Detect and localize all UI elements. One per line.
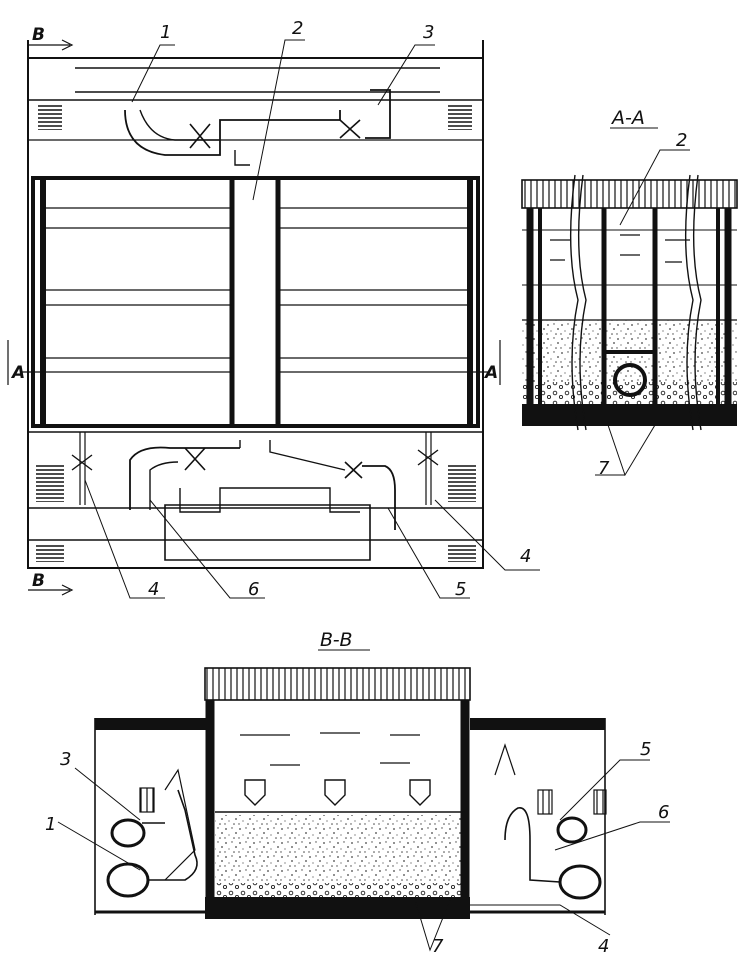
leader-2 [252,39,305,201]
valve-actuator [593,789,607,815]
drain-pipe-inner [149,461,179,510]
plan-outline [27,57,484,569]
base-slab [522,404,737,426]
label-4: 4 [598,936,609,957]
water-marks [240,732,420,766]
branch-pipe [239,440,346,471]
label-7: 7 [598,458,610,479]
louvre-vent [36,464,64,502]
pipe-section [110,818,146,848]
label-1: 1 [160,22,171,43]
air-pipe [79,432,86,505]
label-2: 2 [676,130,687,151]
label-2: 2 [292,18,303,39]
branch-pipe [234,150,250,166]
cut-arrow [61,584,74,596]
louvre-vent [448,544,476,562]
water-marks [550,234,690,263]
label-4: 4 [520,546,531,567]
louvre-vent [448,104,472,130]
section-bb [57,649,670,952]
leader-7 [595,424,656,477]
leader-1 [131,44,175,103]
valve [71,454,93,471]
trough-section [244,779,431,806]
gallery-slab [95,718,207,730]
label-3: 3 [423,22,434,43]
louvre-vent [448,464,476,502]
plan-view [7,39,540,599]
valve [417,449,439,466]
label-6: 6 [658,802,669,823]
louvre-vent [38,104,62,130]
label-7: 7 [432,936,444,957]
valve-actuator [139,787,155,813]
break-line [684,174,694,431]
section-aa [521,127,738,477]
section-mark-b: B [32,571,45,591]
cut-arrow [61,39,74,51]
pipe-run [142,789,198,881]
valve [344,461,363,479]
gallery-slab [470,718,605,730]
trough-lines [20,207,490,373]
louvre-vent [36,544,64,562]
sand-layer [215,815,465,883]
leader-6 [149,499,265,599]
leader-5 [387,507,470,599]
wash-pipe [365,89,391,139]
roof-slab [521,179,738,209]
pipe-section [556,816,588,844]
leader-4b [434,499,540,571]
collector-channel [164,504,371,561]
bellmouth [164,768,196,881]
bellmouth [494,743,516,776]
label-4: 4 [148,579,159,600]
pipe-section [558,864,602,900]
break-line [569,174,579,431]
roof-slab [204,667,471,701]
base-slab [205,897,470,919]
break-line [692,174,702,431]
filter-cells [31,176,480,428]
gravel-layer [215,883,465,897]
air-pipe [425,432,432,505]
leader-4 [470,904,611,936]
label-1: 1 [45,814,56,835]
valve [184,447,206,471]
pipe-run [504,807,561,883]
collector-box [179,487,360,513]
leader-4 [84,479,165,599]
inlet-pipe [124,109,341,156]
valve [189,123,211,149]
section-mark-a: A [483,363,498,383]
break-line [577,174,587,431]
inlet-pipe-inner [139,109,220,141]
valve [339,119,361,139]
leader-lines [554,759,670,851]
label-3: 3 [60,749,71,770]
pipe-section [106,862,150,898]
leader-7 [414,899,451,952]
valve-actuator [537,789,553,815]
drain-pipe [129,446,240,510]
label-6: 6 [248,579,259,600]
section-bb-title: B-B [320,629,353,651]
section-aa-title: A-A [610,107,645,129]
section-mark-b: B [32,25,45,45]
leader-lines [57,767,141,871]
waste-pipe [362,465,396,530]
label-5: 5 [640,739,651,760]
label-5: 5 [455,579,466,600]
leader-2 [619,149,690,226]
section-mark-a: A [10,363,25,383]
leader-3 [377,44,435,106]
pipe-section [613,363,647,397]
